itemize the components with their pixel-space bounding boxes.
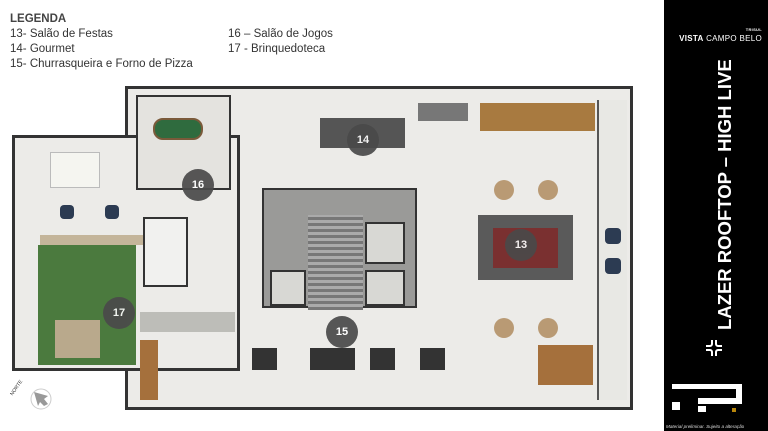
stairs xyxy=(308,215,363,310)
badge-15: 15 xyxy=(326,316,358,348)
toy-room-mat xyxy=(55,320,100,358)
brand-small: TRISUL xyxy=(745,27,762,32)
legend-title: LEGENDA xyxy=(10,13,67,25)
bench xyxy=(40,235,150,245)
dining-table xyxy=(420,348,445,370)
game-room xyxy=(136,95,231,190)
round-table xyxy=(538,180,558,200)
brand-logo: TRISUL VISTA CAMPO BELO xyxy=(679,27,762,43)
ping-pong-table xyxy=(50,152,100,188)
round-table xyxy=(494,318,514,338)
legend-item: 15- Churrasqueira e Forno de Pizza xyxy=(10,58,193,70)
dining-table xyxy=(370,348,395,370)
balcony xyxy=(597,100,627,400)
north-label: NORTE xyxy=(9,379,25,397)
floor-plan: 13 14 15 16 17 NORTE xyxy=(9,86,633,410)
armchair xyxy=(605,228,621,244)
round-table xyxy=(494,180,514,200)
badge-17: 17 xyxy=(103,297,135,329)
badge-13: 13 xyxy=(505,229,537,261)
badge-16: 16 xyxy=(182,169,214,201)
badge-14: 14 xyxy=(347,124,379,156)
brand-bold: VISTA xyxy=(679,34,704,43)
legend: LEGENDA 13- Salão de Festas 14- Gourmet … xyxy=(10,12,193,72)
elevator xyxy=(365,222,405,264)
armchair xyxy=(60,205,74,219)
cabinet xyxy=(140,340,158,400)
legend-column-2: 16 – Salão de Jogos 17 - Brinquedoteca xyxy=(228,27,333,57)
bathrooms xyxy=(143,217,188,287)
armchair xyxy=(105,205,119,219)
sidebar: TRISUL VISTA CAMPO BELO LAZER ROOFTOP – … xyxy=(664,0,768,431)
bar-cabinet xyxy=(538,345,593,385)
developer-logo xyxy=(672,384,752,414)
armchair xyxy=(605,258,621,274)
elevator xyxy=(365,270,405,306)
counter xyxy=(140,312,235,332)
sidebar-title: LAZER ROOFTOP – HIGH LIVE xyxy=(714,59,735,330)
legend-item: 16 – Salão de Jogos xyxy=(228,28,333,40)
dining-table xyxy=(252,348,277,370)
legend-item: 17 - Brinquedoteca xyxy=(228,43,326,55)
brand-rest: CAMPO BELO xyxy=(706,34,762,43)
kitchen-counter xyxy=(418,103,468,121)
elevator xyxy=(270,270,306,306)
poker-table xyxy=(153,118,203,140)
bar-counter xyxy=(480,103,595,131)
north-arrow-icon xyxy=(30,388,52,410)
legend-item: 13- Salão de Festas xyxy=(10,28,113,40)
legend-item: 14- Gourmet xyxy=(10,43,75,55)
dining-table xyxy=(310,348,355,370)
disclaimer: Material preliminar. Sujeito a alteração xyxy=(666,424,745,429)
round-table xyxy=(538,318,558,338)
sparkle-icon xyxy=(704,338,724,358)
